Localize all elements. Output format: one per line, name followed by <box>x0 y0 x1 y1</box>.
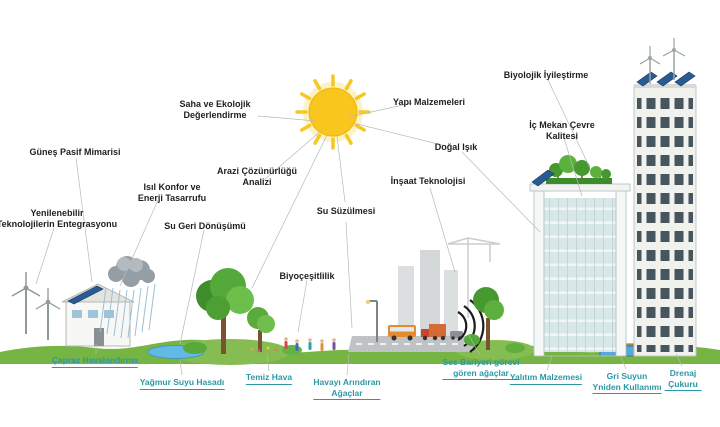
label-dogal-isik: Doğal Işık <box>434 142 478 152</box>
street-lamp-icon <box>365 299 378 342</box>
label-su-geri-donusumu: Su Geri Dönüşümü <box>164 221 246 231</box>
label-yalitim-malzemesi: Yalıtım Malzemesi <box>510 372 582 385</box>
truck-icon <box>421 324 446 341</box>
label-yagmur-suyu-hasadi: Yağmur Suyu Hasadı <box>140 377 225 390</box>
rooftop-solar-panel-icon <box>531 169 555 187</box>
flowers <box>250 346 278 353</box>
label-arazi-cozunurlugu: Arazi Çözünürlüğü Analizi <box>217 166 297 188</box>
barrier-tree-icon <box>464 287 504 350</box>
green-roof-building-icon <box>529 155 631 357</box>
label-ses-bariyeri: Ses Bariyeri görevi gören ağaçlar <box>442 357 519 380</box>
label-capraz-havalandirma: Çapraz Havalandırma <box>52 355 138 368</box>
label-ic-mekan-cevre: İç Mekan Çevre Kalitesi <box>529 120 595 142</box>
rooftop-solar-panel-icon <box>636 71 696 87</box>
label-gunes-pasif-mimarisi: Güneş Pasif Mimarisi <box>29 147 121 157</box>
label-yenilenebilir: Yenilenebilir Teknolojilerin Entegrasyon… <box>0 208 118 230</box>
label-su-suzulmesi: Su Süzülmesi <box>316 206 376 216</box>
sun-icon <box>295 74 371 150</box>
apartment-building-icon <box>633 38 697 357</box>
label-gri-suyun-kullanimi: Gri Suyun Yniden Kullanımı <box>593 371 662 394</box>
label-isil-konfor: Isıl Konfor ve Enerji Tasarrufu <box>137 182 207 204</box>
label-insaat-teknolojisi: İnşaat Teknolojisi <box>390 176 466 186</box>
label-biyocesitlilik: Biyoçeşitlilik <box>279 271 335 281</box>
label-havayi-arindiran: Havayı Arındıran Ağaçlar <box>313 377 380 400</box>
label-yapi-malzemeleri: Yapı Malzemeleri <box>392 97 466 107</box>
leader-lines <box>35 79 683 376</box>
rooftop-wind-turbine-icon <box>639 38 686 84</box>
construction-crane-icon <box>398 237 501 340</box>
label-drenaj-cukuru: Drenaj Çukuru <box>665 368 702 391</box>
tree-icon <box>183 268 302 355</box>
solar-house-icon <box>61 283 135 347</box>
label-temiz-hava: Temiz Hava <box>246 372 292 385</box>
bus-icon <box>388 325 416 341</box>
label-saha-ekolojik: Saha ve Ekolojik Değerlendirme <box>179 99 251 121</box>
wind-turbine-icon <box>11 272 61 340</box>
people-icon <box>284 337 336 351</box>
label-biyolojik-iyilestirme: Biyolojik İyileştirme <box>503 70 589 80</box>
rain-cloud-icon <box>99 256 156 339</box>
